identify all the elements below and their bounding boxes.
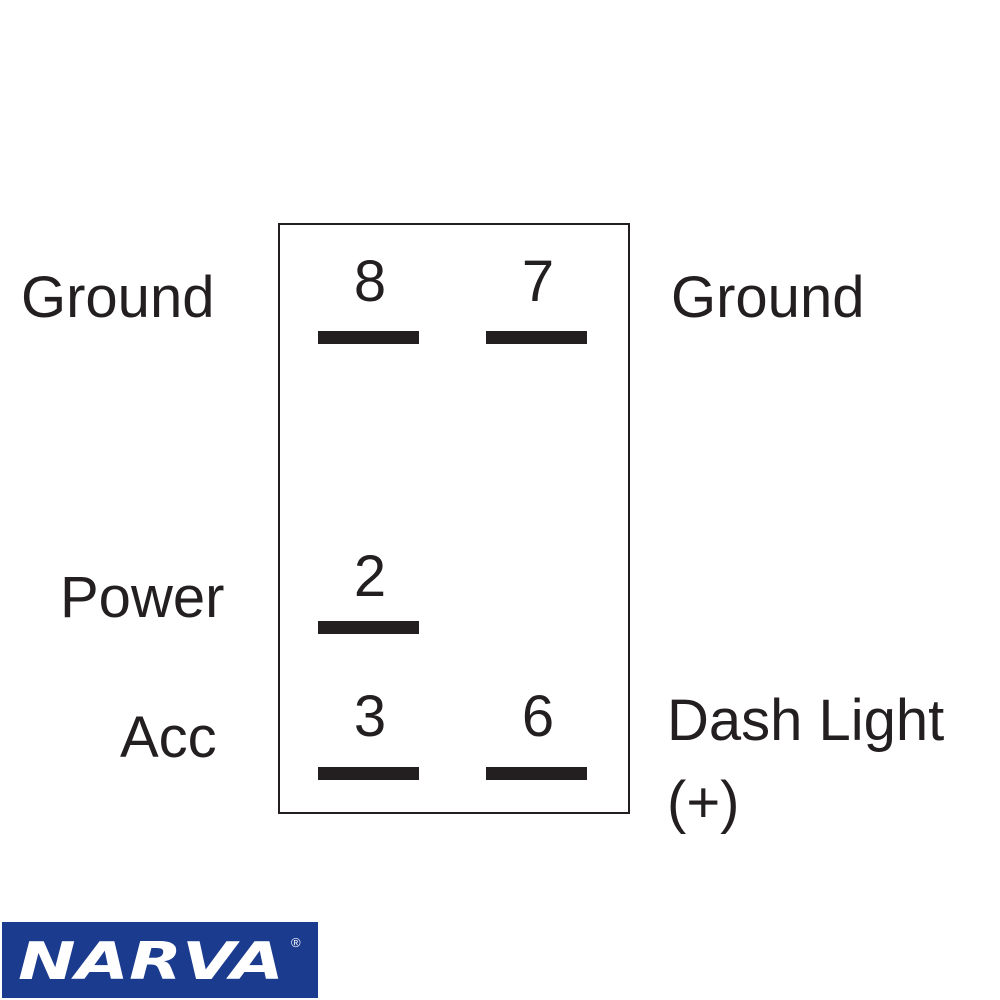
pin-2-label: Power: [60, 565, 225, 630]
pin-3-number: 3: [353, 684, 387, 749]
pin-8-label: Ground: [21, 265, 215, 330]
pin-3-terminal: [318, 767, 419, 780]
pin-6-number: 6: [521, 684, 555, 749]
pin-3-label: Acc: [120, 705, 217, 770]
narva-logo: NARVA ®: [2, 922, 318, 998]
pin-8-number: 8: [353, 249, 387, 314]
pin-6-terminal: [486, 767, 587, 780]
pin-2-number: 2: [353, 544, 387, 609]
switch-body-outline: [278, 223, 630, 814]
pin-6-label: Dash Light (+): [667, 680, 944, 844]
pin-7-label: Ground: [671, 265, 865, 330]
svg-text:®: ®: [291, 935, 301, 950]
pin-8-terminal: [318, 331, 419, 344]
pin-6-label-line1: Dash Light: [667, 688, 945, 753]
pin-2-terminal: [318, 621, 419, 634]
svg-text:NARVA: NARVA: [18, 932, 284, 992]
pin-7-number: 7: [521, 249, 555, 314]
pin-7-terminal: [486, 331, 587, 344]
pin-6-label-line2: (+): [667, 770, 740, 835]
